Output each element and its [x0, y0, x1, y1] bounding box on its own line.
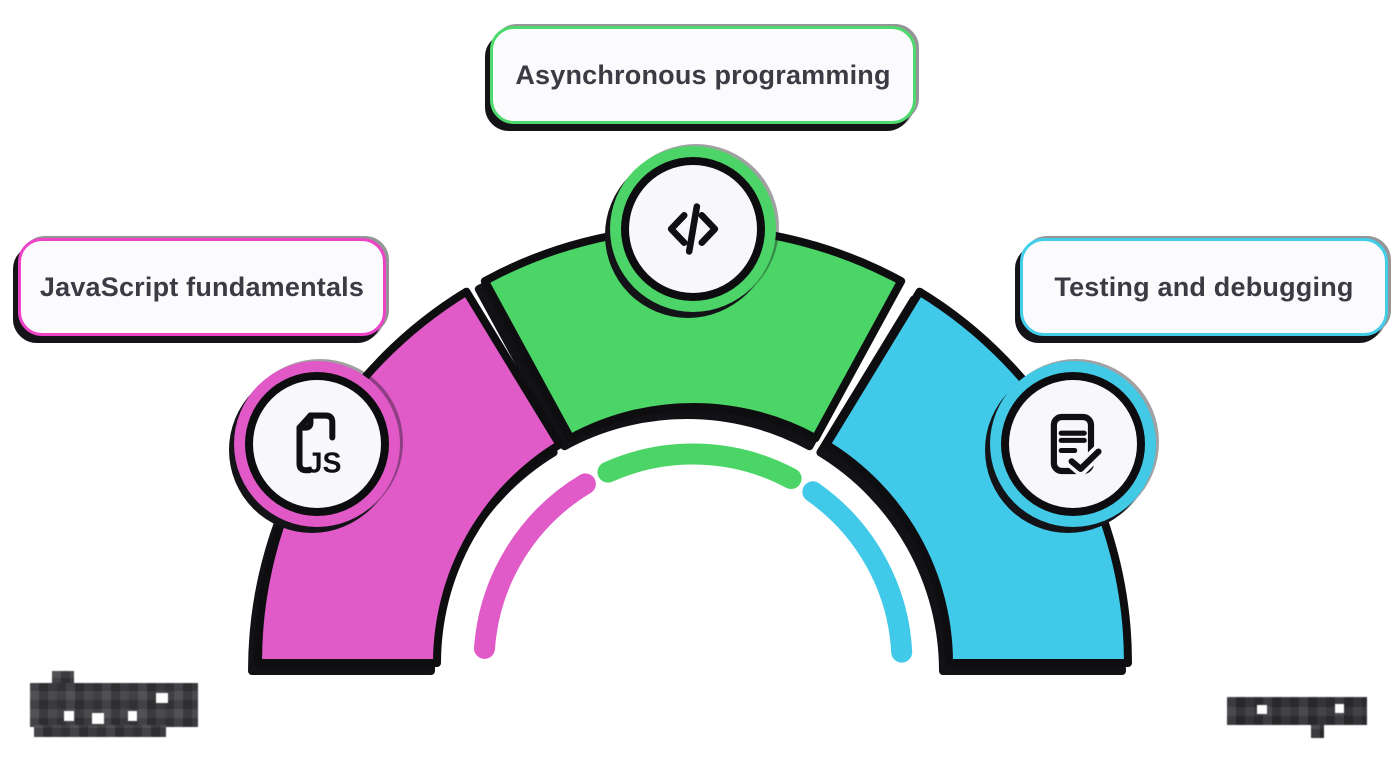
node-ring: JS — [245, 372, 389, 516]
inner-ring-segment — [597, 443, 802, 489]
code-icon — [667, 203, 719, 255]
watermark-logo-right — [1227, 697, 1367, 738]
watermark-fragment — [1311, 725, 1324, 738]
checklist-icon — [1050, 413, 1106, 476]
label-text: Asynchronous programming — [515, 59, 891, 90]
node-face: JS — [253, 380, 381, 508]
watermark-gap — [64, 711, 74, 721]
watermark-logo-left — [30, 671, 198, 737]
node-asynchronous-programming — [610, 146, 776, 312]
arc-segment-testing-and-debugging — [822, 287, 1132, 667]
watermark-fragment — [34, 725, 166, 737]
inner-ring-segment — [802, 481, 913, 663]
js-file-icon: JS — [296, 412, 342, 479]
arc-segment-javascript-fundamentals — [254, 287, 564, 667]
node-testing-and-debugging — [990, 361, 1156, 527]
label-asynchronous-programming: Asynchronous programming — [490, 26, 916, 124]
node-javascript-fundamentals: JS — [234, 361, 400, 527]
arc-segment-asynchronous-programming — [480, 224, 906, 443]
watermark-fragment — [30, 683, 198, 727]
label-text: Testing and debugging — [1054, 271, 1354, 302]
watermark-gap — [1335, 704, 1344, 713]
label-javascript-fundamentals: JavaScript fundamentals — [18, 238, 386, 336]
label-text: JavaScript fundamentals — [39, 271, 365, 302]
node-ring — [1001, 372, 1145, 516]
watermark-gap — [156, 693, 168, 703]
label-testing-and-debugging: Testing and debugging — [1020, 238, 1388, 336]
watermark-gap — [1257, 705, 1267, 714]
inner-ring-segment — [474, 473, 596, 659]
node-ring — [621, 157, 765, 301]
watermark-gap — [92, 713, 104, 724]
node-face — [1009, 380, 1137, 508]
node-face — [629, 165, 757, 293]
watermark-gap — [128, 711, 137, 721]
svg-text:JS: JS — [307, 447, 342, 479]
watermark-fragment — [1227, 697, 1367, 725]
